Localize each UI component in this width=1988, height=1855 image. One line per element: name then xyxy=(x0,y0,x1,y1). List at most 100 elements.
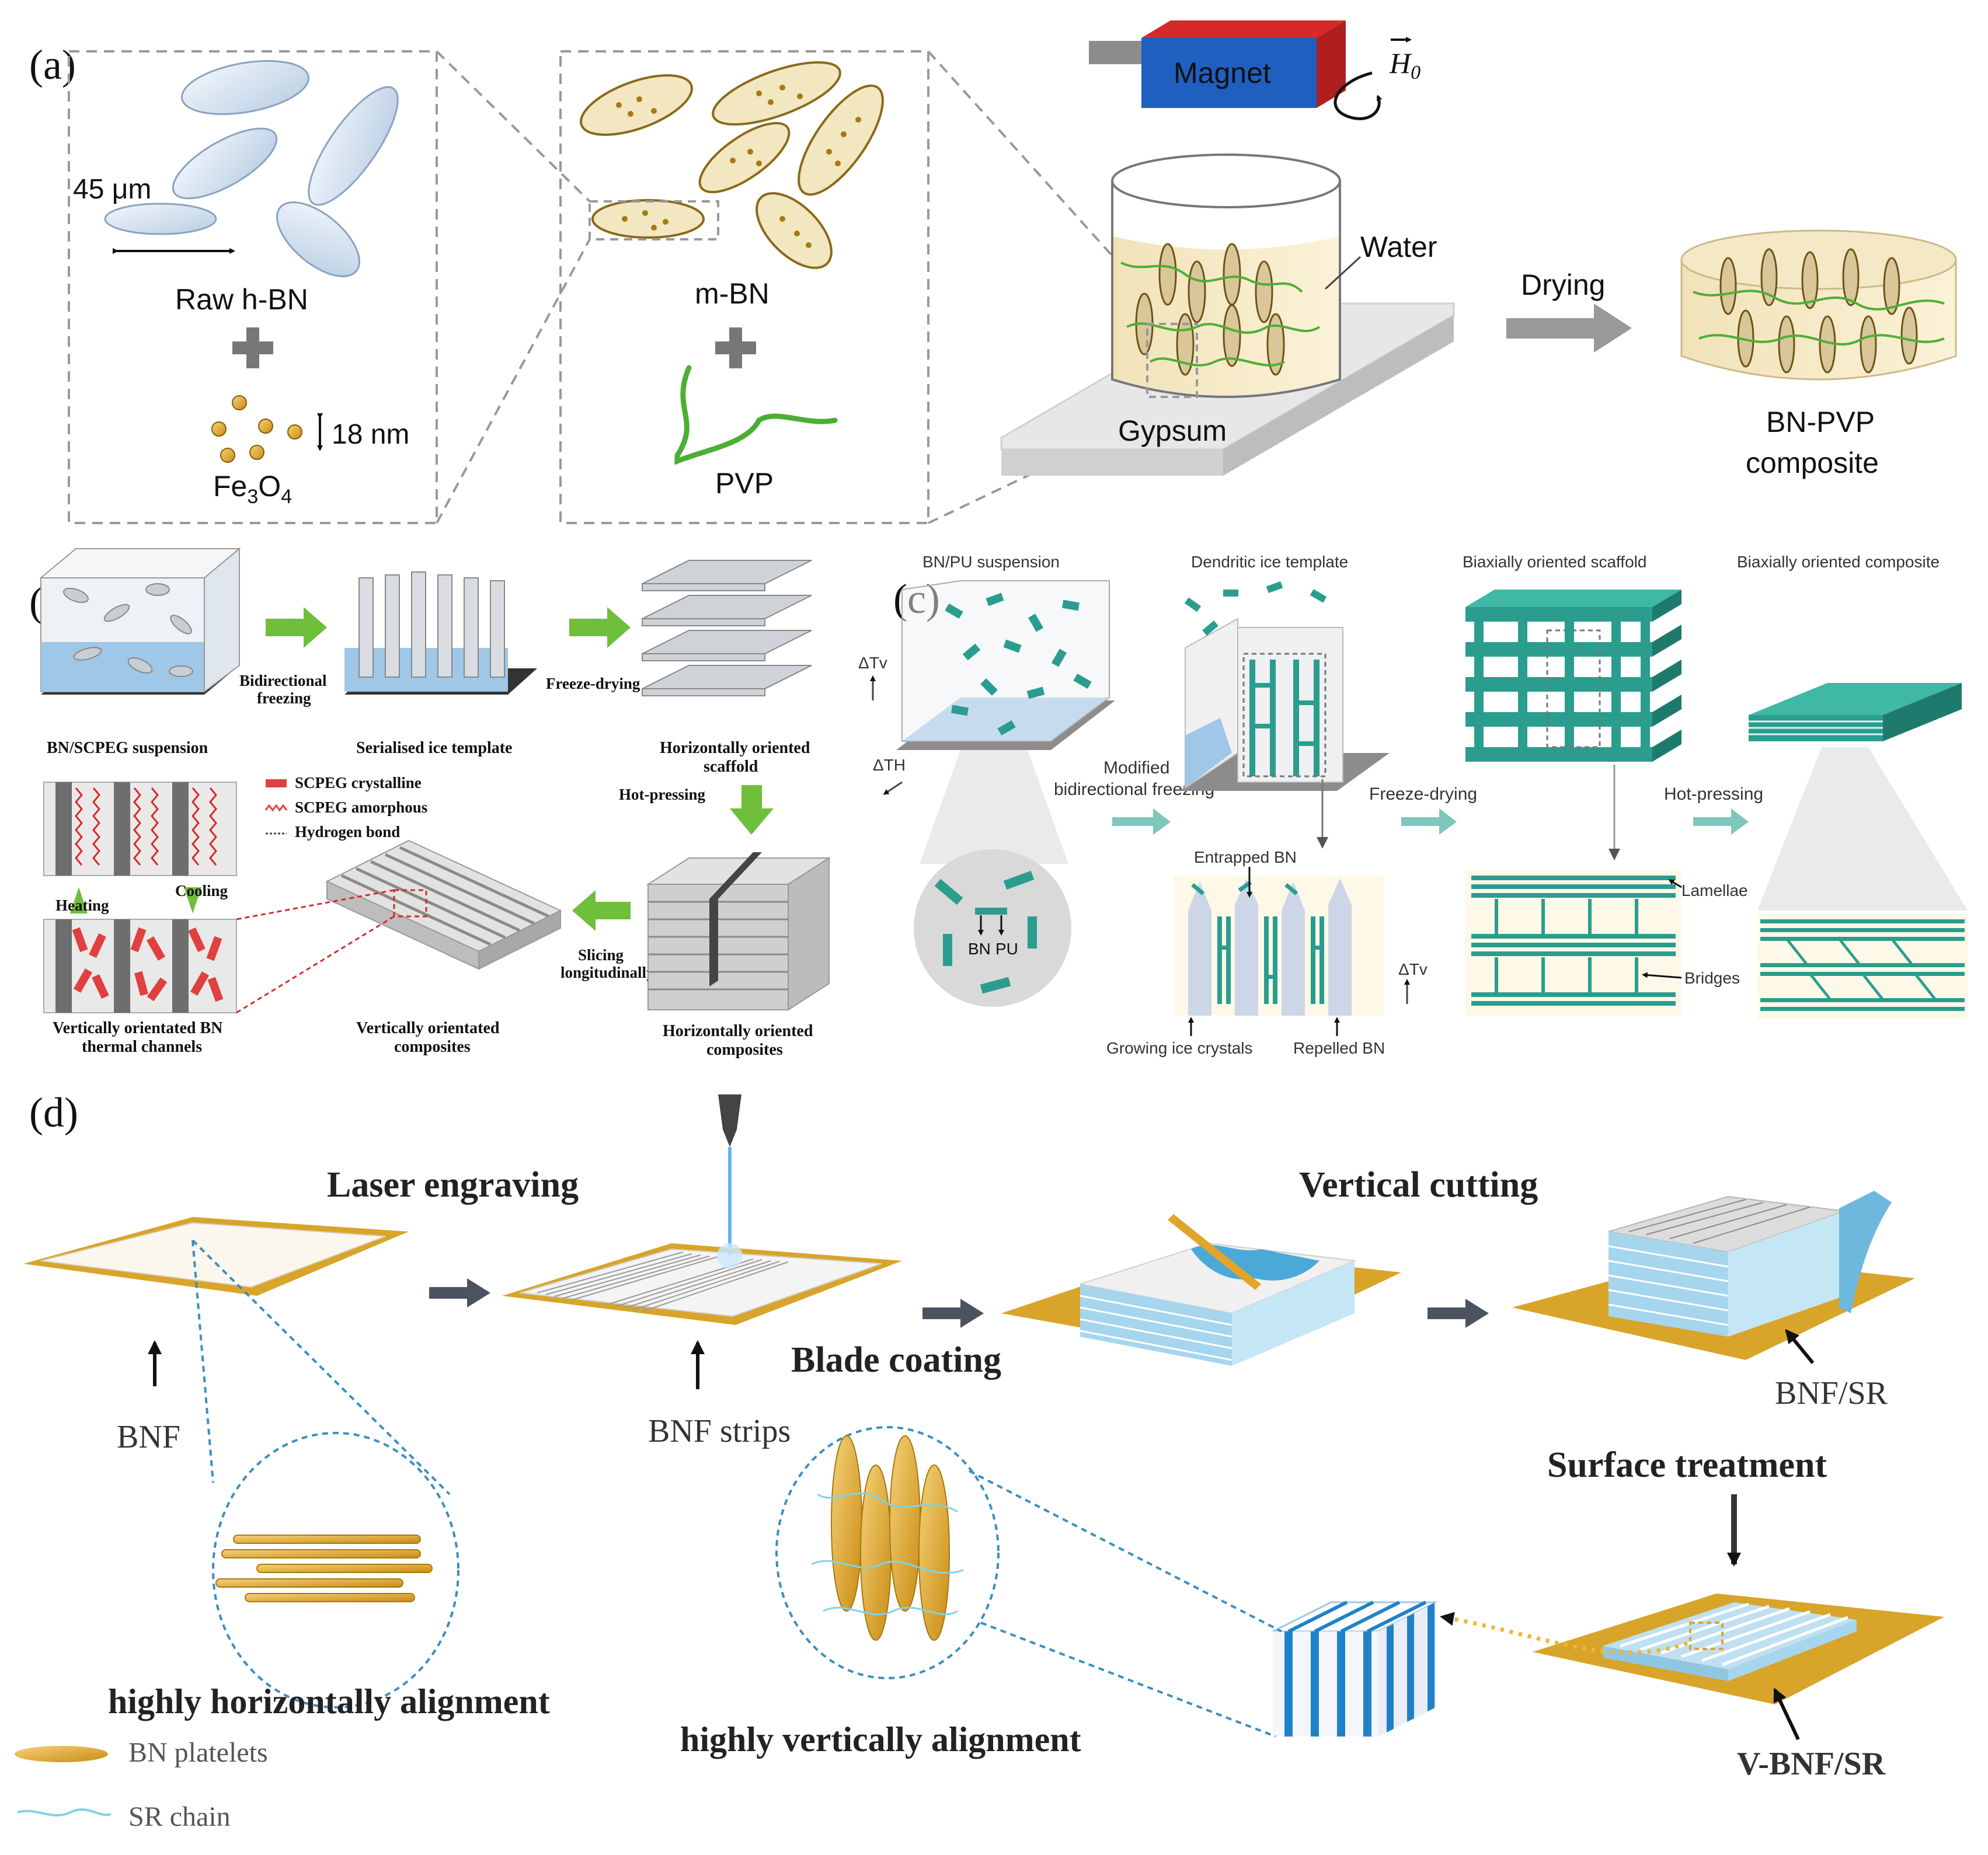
mod-label-1: Modified xyxy=(1103,758,1169,777)
bi-scaffold xyxy=(1465,590,1681,762)
pvp-chain xyxy=(674,365,838,465)
dth-arrow xyxy=(883,781,903,795)
hot-pressing-c-label: Hot-pressing xyxy=(1664,784,1763,804)
panel-a: (a) 45 μm Raw h-BN xyxy=(29,20,1957,524)
dendritic-zoom-box xyxy=(1242,653,1327,777)
magnet-side xyxy=(1317,20,1346,108)
dendritic-bridges xyxy=(1249,660,1319,776)
suspension-bn-flakes xyxy=(63,583,193,677)
size-18-label: 18 nm xyxy=(332,419,409,450)
vbnf-zoom-dotted-arrow xyxy=(1440,1612,1688,1655)
slicing-blade xyxy=(709,852,762,986)
legend-sr-label: SR chain xyxy=(128,1801,231,1832)
arrow-step-1 xyxy=(429,1278,490,1307)
gypsum-zoom-box xyxy=(1146,323,1198,398)
raw-hbn-label: Raw h-BN xyxy=(175,283,308,316)
suspension-label: BN/SCPEG suspension xyxy=(47,739,208,757)
dendritic-liquid xyxy=(1185,718,1232,788)
vertical-cutting-title: Vertical cutting xyxy=(1299,1165,1538,1205)
legend-hbond: Hydrogen bond xyxy=(295,823,400,841)
vbnf-stripes xyxy=(1620,1602,1848,1666)
pvp-chains-in-water xyxy=(1120,261,1321,367)
mbn-particles xyxy=(616,85,861,248)
slicing-label-1: Slicing xyxy=(578,946,624,964)
v-composite-stripes xyxy=(340,846,550,946)
coating-blade-icon xyxy=(1168,1214,1261,1290)
dth-label: ΔTH xyxy=(873,756,906,774)
cut-slice xyxy=(1839,1191,1892,1313)
arrow-freeze-drying-b xyxy=(569,607,631,648)
rotation-arrow-icon xyxy=(1334,71,1383,120)
va-block-top-grid xyxy=(1287,1601,1427,1633)
vbnf-front xyxy=(1603,1646,1728,1681)
magnet-body xyxy=(1141,38,1317,108)
blade-stack-front xyxy=(1080,1284,1232,1366)
h-scaffold-stack xyxy=(642,560,812,696)
bi-composite-layers xyxy=(1749,683,1962,741)
bnpu-zoom-flakes xyxy=(934,870,1037,994)
raw-materials-box xyxy=(68,50,438,524)
bridges-label: Bridges xyxy=(1684,969,1740,987)
dtv-label: ΔTv xyxy=(858,654,887,672)
block-side xyxy=(1728,1211,1845,1337)
legend-bn-label: BN platelets xyxy=(128,1737,268,1768)
growing-label: Growing ice crystals xyxy=(1106,1039,1253,1057)
entrapped-label: Entrapped BN xyxy=(1194,848,1297,866)
bnf-film xyxy=(40,1222,386,1288)
gypsum-base-face xyxy=(1001,449,1223,476)
legend-crystalline-swatch xyxy=(266,779,287,787)
vert-bn-platelets xyxy=(831,1435,950,1641)
lamellae-pointer xyxy=(1668,879,1682,888)
surface-treatment-label: Surface treatment xyxy=(1547,1445,1827,1485)
strips-engraved-lines xyxy=(537,1251,789,1312)
mbn-platelets xyxy=(580,61,884,269)
vbnf-pointer xyxy=(1773,1687,1800,1741)
ice-template-lamellae xyxy=(358,571,505,678)
ice-crystal-bn xyxy=(1191,880,1324,1004)
gypsum-base-side xyxy=(1223,315,1454,476)
zoom-line-2 xyxy=(436,239,591,524)
freeze-drying-c-label: Freeze-drying xyxy=(1369,784,1477,804)
plus-icon-1 xyxy=(232,327,273,368)
vbnf-side xyxy=(1728,1620,1857,1681)
bn-label: BN xyxy=(968,940,991,958)
bnf-sr-label: BNF/SR xyxy=(1775,1375,1888,1411)
legend-amorphous-swatch xyxy=(264,804,288,812)
repelled-label: Repelled BN xyxy=(1293,1039,1385,1057)
blade-coating-label: Blade coating xyxy=(791,1340,1001,1380)
h-composite-label-2: composites xyxy=(706,1041,783,1059)
h-scaffold-label-1: Horizontally oriented xyxy=(660,739,810,757)
bi-composite-top xyxy=(1749,683,1962,715)
bridges-pointer xyxy=(1642,972,1682,979)
bi-composite-zoom-layers xyxy=(1760,919,1965,1011)
composite-label-1: BN-PVP xyxy=(1766,406,1875,438)
laser-spot xyxy=(717,1243,743,1269)
bnf-label: BNF xyxy=(117,1419,180,1455)
bnpu-zoom-cone xyxy=(920,750,1068,864)
panel-c: (c) BN/PU suspension Dendritic ice templ… xyxy=(858,553,1968,1057)
v-composite-zoom-box xyxy=(393,889,427,918)
water-label: Water xyxy=(1360,231,1437,263)
v-composite-label-2: composites xyxy=(394,1038,471,1056)
laser-head-icon xyxy=(718,1094,741,1147)
fe3o4-nanoparticles xyxy=(211,395,302,463)
magnet-label: Magnet xyxy=(1174,57,1271,89)
field-label: H0 xyxy=(1389,47,1421,83)
channel-schematic-bottom xyxy=(43,919,237,1013)
hot-pressing-b-label: Hot-pressing xyxy=(619,786,706,803)
channels-label-1: Vertically orientated BN xyxy=(53,1019,222,1037)
arrow-hot-pressing-c xyxy=(1693,808,1749,835)
horiz-zoom-line-2 xyxy=(192,1239,451,1495)
arrow-slicing xyxy=(572,890,631,931)
bi-composite-zoom-cone xyxy=(1757,747,1968,911)
arrow-hot-pressing-b xyxy=(730,785,774,835)
legend-bn-swatch xyxy=(15,1746,108,1762)
v-composite-label-1: Vertically orientated xyxy=(356,1019,500,1037)
bidir-label-2: freezing xyxy=(257,689,311,707)
arrow-mod-freezing xyxy=(1112,808,1171,835)
bnpu-cube xyxy=(901,580,1110,742)
lamellae-label: Lamellae xyxy=(1681,881,1748,899)
pvp-label: PVP xyxy=(715,467,774,500)
block-top-stripes xyxy=(1628,1199,1811,1244)
lamellae-layers xyxy=(1471,876,1676,1006)
